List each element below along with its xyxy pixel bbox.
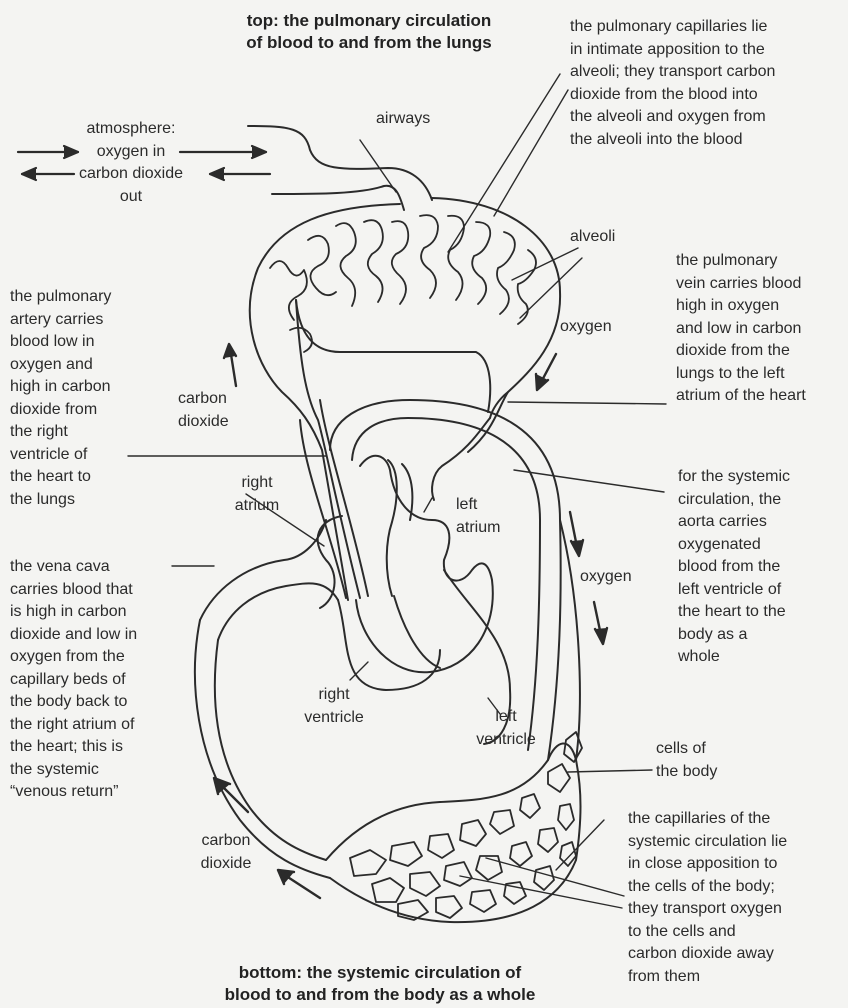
pulmonary-capillaries-note: the pulmonary capillaries lie in intimat… xyxy=(570,16,775,151)
oxygen-label-right: oxygen xyxy=(580,566,632,589)
top-title: top: the pulmonary circulation of blood … xyxy=(204,10,534,54)
pulmonary-vein-note: the pulmonary vein carries blood high in… xyxy=(676,250,806,408)
cells-of-body-label: cells of the body xyxy=(656,738,717,783)
airways-label: airways xyxy=(376,108,430,131)
right-ventricle-label: right ventricle xyxy=(294,684,374,729)
pulmonary-vein xyxy=(432,392,508,500)
vena-cava-note: the vena cava carries blood that is high… xyxy=(10,556,137,804)
systemic-capillaries-note: the capillaries of the systemic circulat… xyxy=(628,808,787,988)
bottom-title: bottom: the systemic circulation of bloo… xyxy=(190,962,570,1006)
airway-tubes xyxy=(248,126,432,210)
left-ventricle-label: left ventricle xyxy=(464,706,548,751)
carbon-dioxide-label-bottom: carbon dioxide xyxy=(186,830,266,875)
pulmonary-artery xyxy=(300,400,368,598)
pulmonary-artery-note: the pulmonary artery carries blood low i… xyxy=(10,286,111,511)
alveoli-squiggles xyxy=(270,215,536,352)
lung-sac xyxy=(250,198,560,600)
left-atrium-label: left atrium xyxy=(456,494,500,539)
oxygen-label-top: oxygen xyxy=(560,316,612,339)
alveoli-label: alveoli xyxy=(570,226,615,249)
aorta-down xyxy=(560,520,580,760)
atmosphere-label: atmosphere: oxygen in carbon dioxide out xyxy=(66,118,196,208)
right-atrium-label: right atrium xyxy=(226,472,288,517)
aorta-note: for the systemic circulation, the aorta … xyxy=(678,466,790,669)
gas-arrows xyxy=(214,344,607,898)
carbon-dioxide-label-top: carbon dioxide xyxy=(178,388,229,433)
